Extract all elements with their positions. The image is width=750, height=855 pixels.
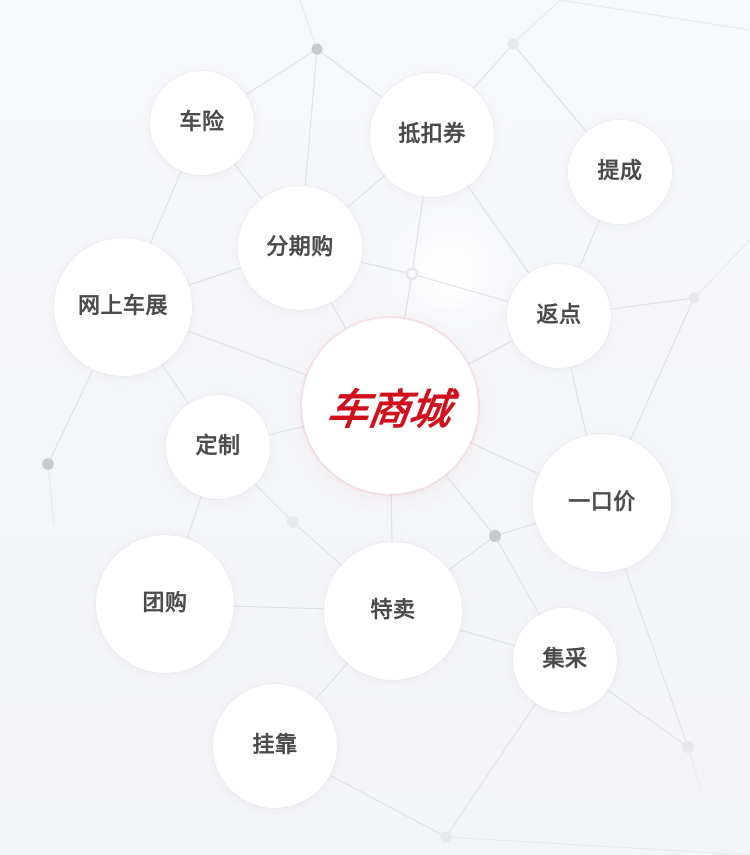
network-line <box>693 239 750 299</box>
fixed-price-node[interactable]: 一口价 <box>533 434 671 572</box>
affiliation-label: 挂靠 <box>252 733 298 758</box>
special-sale-node[interactable]: 特卖 <box>324 542 462 680</box>
network-node-dot <box>440 831 452 843</box>
online-car-show-node[interactable]: 网上车展 <box>54 238 192 376</box>
group-buy-label: 团购 <box>142 591 188 616</box>
network-node-dot <box>287 516 299 528</box>
network-node-glow <box>408 270 416 278</box>
commission-node[interactable]: 提成 <box>568 120 672 224</box>
network-line <box>559 0 750 31</box>
installment-label: 分期购 <box>266 235 334 260</box>
rebate-label: 返点 <box>536 303 582 328</box>
car-insurance-node[interactable]: 车险 <box>150 71 254 175</box>
commission-label: 提成 <box>597 159 643 184</box>
voucher-node[interactable]: 抵扣券 <box>370 73 494 197</box>
voucher-label: 抵扣券 <box>398 122 466 147</box>
network-line <box>445 836 750 855</box>
network-node-dot <box>489 530 501 542</box>
installment-node[interactable]: 分期购 <box>238 186 362 310</box>
center-logo: 车商城 <box>324 384 455 434</box>
network-line <box>47 463 55 526</box>
customization-node[interactable]: 定制 <box>166 395 270 499</box>
fixed-price-label: 一口价 <box>568 490 636 515</box>
customization-label: 定制 <box>195 434 241 459</box>
network-node-dot <box>682 741 694 753</box>
car-insurance-label: 车险 <box>179 110 225 135</box>
network-line <box>512 0 561 45</box>
network-node-dot <box>42 458 54 470</box>
network-node-dot <box>507 38 519 50</box>
network-node-dot <box>688 292 700 304</box>
online-car-show-label: 网上车展 <box>77 294 168 319</box>
special-sale-label: 特卖 <box>370 598 416 623</box>
group-buy-node[interactable]: 团购 <box>96 535 234 673</box>
centralized-purchase-label: 集采 <box>542 647 588 672</box>
affiliation-node[interactable]: 挂靠 <box>213 684 337 808</box>
centralized-purchase-node[interactable]: 集采 <box>513 608 617 712</box>
center-logo-node[interactable]: 车商城 <box>302 318 478 494</box>
network-line <box>299 0 318 50</box>
rebate-node[interactable]: 返点 <box>507 264 611 368</box>
network-node-dot <box>311 43 323 55</box>
network-line <box>687 746 701 788</box>
